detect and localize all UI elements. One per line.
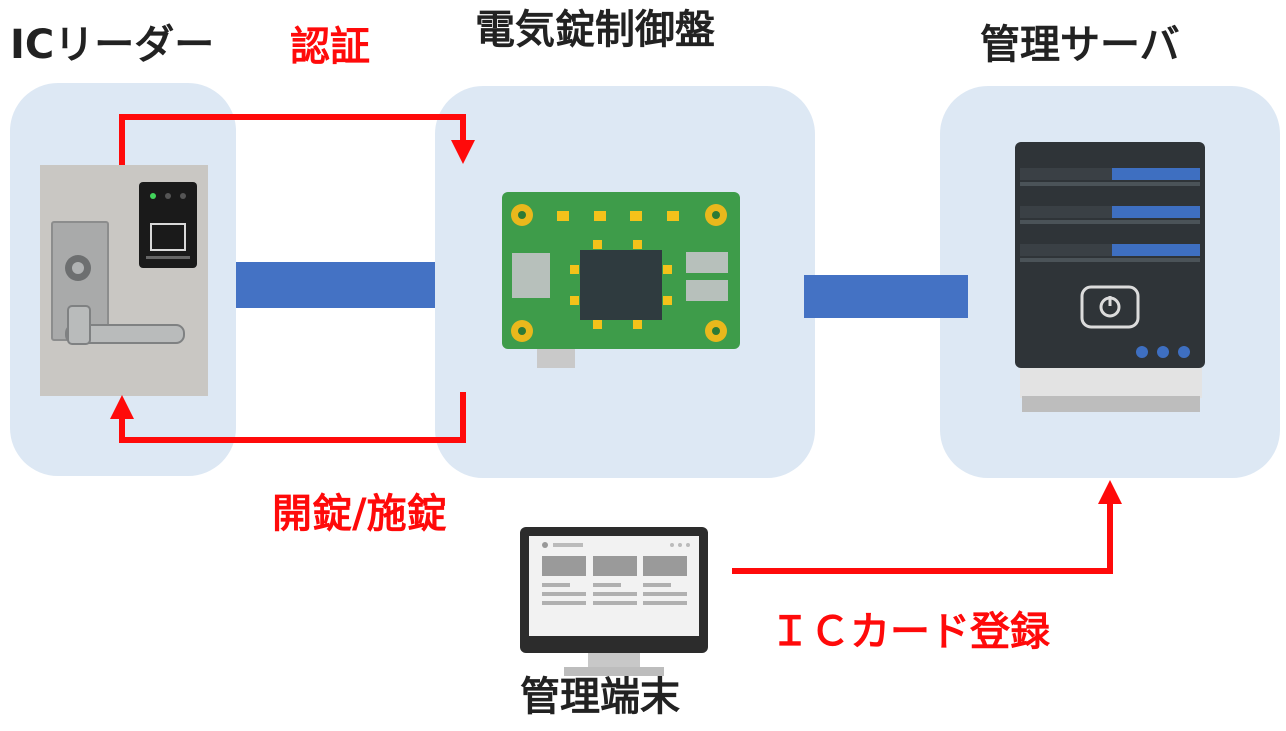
controller-board-icon [502,192,740,368]
ic-reader-photo [40,165,208,396]
ic-reader-title: ICリーダー [10,22,215,68]
auth-arrow [119,114,475,165]
lock-label: 開錠/施錠 [272,491,447,537]
server-title: 管理サーバ [980,22,1180,68]
terminal-title: 管理端末 [520,674,680,720]
controller-server-link [804,275,968,318]
lock-arrow [110,392,466,443]
reader-controller-link [236,262,435,308]
auth-label: 認証 [290,24,370,70]
register-label: ＩＣカード登録 [770,609,1050,655]
register-arrow [732,480,1122,574]
controller-title: 電気錠制御盤 [475,7,715,53]
terminal-icon [520,527,708,676]
server-icon [1015,142,1205,412]
